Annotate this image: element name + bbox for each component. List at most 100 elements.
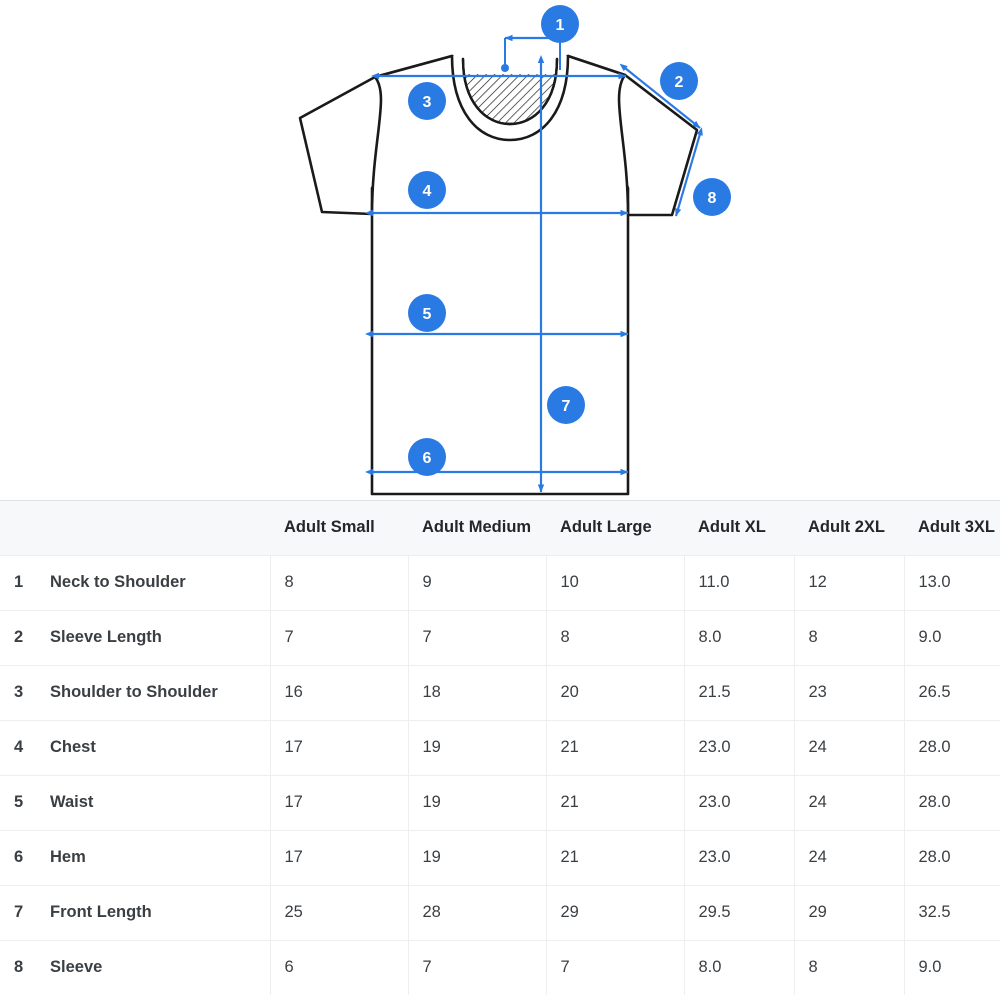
header-adult-small: Adult Small [270,500,408,555]
cell-2xl: 8 [794,939,905,995]
cell-3xl: 28.0 [904,719,1000,775]
row-label: Shoulder to Shoulder [36,664,271,720]
cell-xl: 29.5 [684,884,795,940]
cell-large: 8 [546,609,685,665]
cell-2xl: 24 [794,774,905,830]
row-number: 7 [0,884,36,940]
cell-3xl: 13.0 [904,554,1000,610]
row-label: Sleeve Length [36,609,271,665]
badge-3: 3 [408,82,446,120]
table-row: 7 Front Length 25 28 29 29.5 29 32.5 [0,884,1000,940]
cell-small: 17 [270,719,409,775]
table-row: 3 Shoulder to Shoulder 16 18 20 21.5 23 … [0,664,1000,720]
cell-xl: 21.5 [684,664,795,720]
table-row: 8 Sleeve 6 7 7 8.0 8 9.0 [0,939,1000,995]
cell-small: 17 [270,774,409,830]
row-number: 1 [0,554,36,610]
cell-medium: 19 [408,829,547,885]
table-head: Adult Small Adult Medium Adult Large Adu… [0,500,1000,555]
neck-point-dot [501,64,509,72]
row-number: 6 [0,829,36,885]
cell-xl: 23.0 [684,719,795,775]
cell-xl: 8.0 [684,939,795,995]
line-2-sleeve-length [619,63,701,129]
cell-small: 25 [270,884,409,940]
cell-2xl: 23 [794,664,905,720]
cell-large: 20 [546,664,685,720]
cell-3xl: 9.0 [904,609,1000,665]
cell-large: 21 [546,719,685,775]
tshirt-illustration: 1 2 3 4 5 6 7 [298,5,731,496]
table-body: 1 Neck to Shoulder 8 9 10 11.0 12 13.0 2… [0,554,1000,995]
header-adult-2xl: Adult 2XL [794,500,904,555]
cell-xl: 11.0 [684,554,795,610]
cell-medium: 19 [408,774,547,830]
cell-large: 10 [546,554,685,610]
cell-small: 16 [270,664,409,720]
measurement-lines [365,34,703,493]
cell-small: 8 [270,554,409,610]
cell-medium: 9 [408,554,547,610]
badge-7: 7 [547,386,585,424]
svg-text:8: 8 [708,190,717,207]
row-number: 8 [0,939,36,995]
row-label: Hem [36,829,271,885]
svg-text:7: 7 [562,398,571,415]
cell-large: 21 [546,774,685,830]
cell-2xl: 8 [794,609,905,665]
cell-medium: 19 [408,719,547,775]
cell-xl: 23.0 [684,829,795,885]
cell-large: 7 [546,939,685,995]
tshirt-diagram: 1 2 3 4 5 6 7 [298,5,731,496]
cell-large: 29 [546,884,685,940]
header-adult-xl: Adult XL [684,500,794,555]
line-8-sleeve-opening [674,127,703,217]
cell-medium: 7 [408,609,547,665]
cell-medium: 28 [408,884,547,940]
cell-xl: 23.0 [684,774,795,830]
cell-large: 21 [546,829,685,885]
size-chart-table-container: Adult Small Adult Medium Adult Large Adu… [0,500,1000,1000]
table-row: 6 Hem 17 19 21 23.0 24 28.0 [0,829,1000,885]
row-label: Waist [36,774,271,830]
row-number: 5 [0,774,36,830]
size-chart-table: Adult Small Adult Medium Adult Large Adu… [0,500,1000,995]
cell-3xl: 26.5 [904,664,1000,720]
cell-small: 6 [270,939,409,995]
svg-text:1: 1 [556,17,565,34]
table-row: 5 Waist 17 19 21 23.0 24 28.0 [0,774,1000,830]
badge-8: 8 [693,178,731,216]
row-label: Chest [36,719,271,775]
header-adult-3xl: Adult 3XL [904,500,1000,555]
cell-3xl: 28.0 [904,774,1000,830]
badge-1: 1 [541,5,579,43]
row-number: 3 [0,664,36,720]
table-row: 4 Chest 17 19 21 23.0 24 28.0 [0,719,1000,775]
row-label: Neck to Shoulder [36,554,271,610]
table-row: 2 Sleeve Length 7 7 8 8.0 8 9.0 [0,609,1000,665]
table-top-divider [0,500,1000,501]
svg-text:5: 5 [423,306,432,323]
svg-text:6: 6 [423,450,432,467]
cell-medium: 18 [408,664,547,720]
badge-2: 2 [660,62,698,100]
svg-text:3: 3 [423,94,432,111]
table-row: 1 Neck to Shoulder 8 9 10 11.0 12 13.0 [0,554,1000,610]
cell-small: 17 [270,829,409,885]
badge-5: 5 [408,294,446,332]
table-header-row: Adult Small Adult Medium Adult Large Adu… [0,500,1000,555]
cell-3xl: 9.0 [904,939,1000,995]
header-number-col [0,500,36,555]
cell-2xl: 24 [794,829,905,885]
cell-xl: 8.0 [684,609,795,665]
svg-text:4: 4 [423,183,432,200]
cell-3xl: 32.5 [904,884,1000,940]
header-adult-medium: Adult Medium [408,500,546,555]
header-adult-large: Adult Large [546,500,684,555]
cell-2xl: 24 [794,719,905,775]
cell-medium: 7 [408,939,547,995]
cell-3xl: 28.0 [904,829,1000,885]
cell-small: 7 [270,609,409,665]
cell-2xl: 29 [794,884,905,940]
row-label: Sleeve [36,939,271,995]
